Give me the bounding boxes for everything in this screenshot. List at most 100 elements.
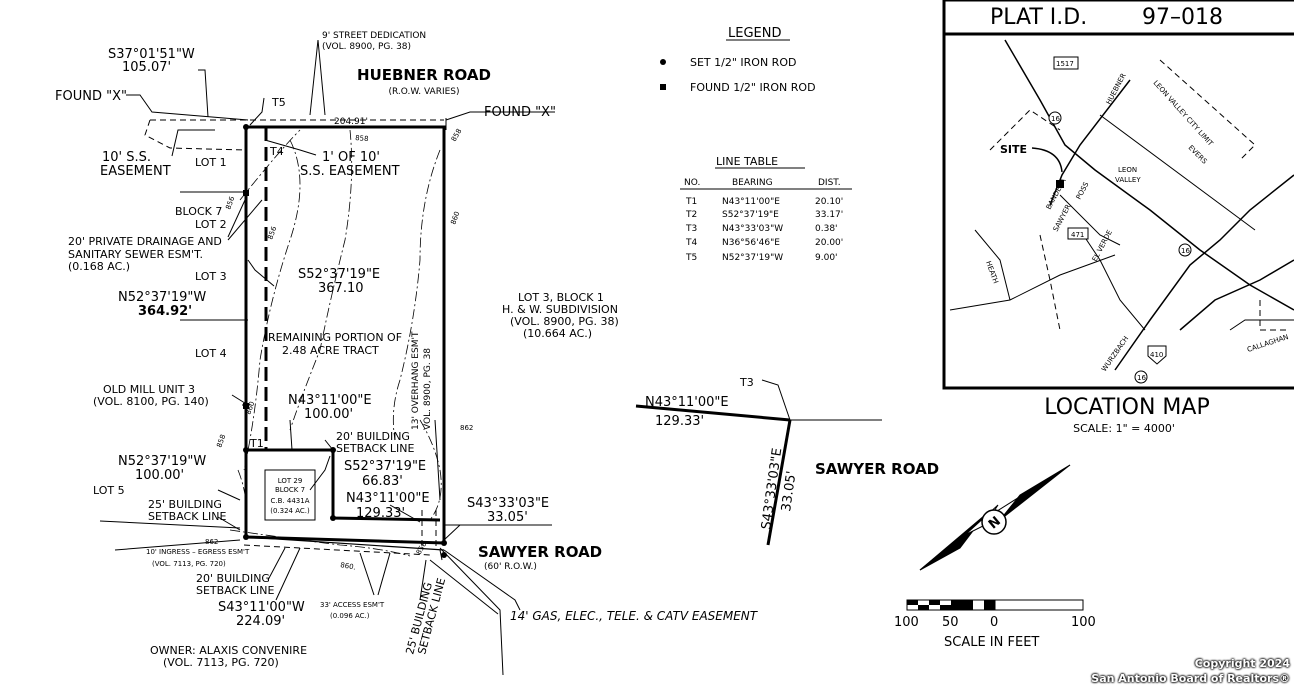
line-table-row: T1 N43°11'00"E 20.10' [685,197,843,207]
detail-bearing-n43: N43°11'00"E [645,395,729,410]
t4-label: T4 [269,145,284,158]
contour-label: 858 [215,433,227,448]
line-table: LINE TABLE NO. BEARING DIST. T1 N43°11'0… [680,155,852,263]
sawyer-road-label: SAWYER ROAD [478,543,602,561]
road-label-valley: VALLEY [1115,176,1141,184]
line-table-cell: S52°37'19"E [722,210,779,220]
ss-easement-left-2: EASEMENT [100,164,171,179]
iron-rod-icon [243,447,249,453]
line-table-header-bearing: BEARING [732,178,773,188]
overhang-esmt-2: VOL. 8900, PG. 38 [423,348,433,430]
bldg25-1: 25' BUILDING [148,498,222,511]
set-rod-symbol-icon [660,59,666,65]
road-label-callaghan: CALLAGHAN [1246,333,1289,354]
lot29-3: C.B. 4431A [271,497,310,505]
scale-tick-50: 50 [942,615,959,630]
dist-s43-11: 224.09' [236,614,285,629]
detail-sawyer-road: SAWYER ROAD [815,460,939,478]
drainage-line-3: (0.168 AC.) [68,260,130,273]
iron-rod-icon [441,540,447,546]
line-table-cell: N52°37'19"W [722,253,783,263]
remaining-portion-1: REMAINING PORTION OF [268,331,402,344]
line-table-cell: 33.17' [815,210,843,220]
road-label-410: 410 [1150,351,1163,359]
line-table-cell: T4 [685,238,697,248]
lot29-1: LOT 29 [278,477,303,485]
bearing-n52-2: N52°37'19"W [118,454,206,469]
street-dedication: 9' STREET DEDICATION [322,31,426,41]
road-label-16b: 16 [1181,247,1190,255]
dist-n52-2: 100.00' [135,468,184,483]
ingress-esmt-2: (VOL. 7113, PG. 720) [152,560,226,568]
detail-dist-n43: 129.33' [655,414,704,429]
dist-s52-small: 66.83' [362,474,403,489]
found-x-right: FOUND "X" [484,105,556,120]
plat-boundary [99,118,552,676]
contour-label: 858 [355,134,369,143]
t5-label: T5 [271,96,286,109]
utility-easement: 14' GAS, ELEC., TELE. & CATV EASEMENT [510,609,759,623]
bearing-s52-main: S52°37'19"E [298,267,380,282]
access-esmt-2: (0.096 AC.) [330,612,370,620]
contour-lines [229,129,442,557]
line-table-row: T3 N43°33'03"W 0.38' [685,224,838,234]
road-label-poss: POSS [1075,180,1091,201]
line-table-cell: 0.38' [815,224,838,234]
bearing-s52-small: S52°37'19"E [344,459,426,474]
overhang-esmt-1: 13' OVERHANG ESM'T [411,331,421,430]
sawyer-row-label: (60' R.O.W.) [484,562,537,572]
iron-rod-icon [330,515,336,521]
lot3-block1-4: (10.664 AC.) [523,327,592,340]
legend-found-rod: FOUND 1/2" IRON ROD [690,81,816,94]
line-table-cell: 20.10' [815,197,843,207]
iron-rod-icon [441,552,447,558]
line-table-cell: 20.00' [815,238,843,248]
ss-easement-left-1: 10' S.S. [102,150,151,165]
bearing-n52-1: N52°37'19"W [118,290,206,305]
road-label-heath: HEATH [984,260,1000,285]
lot29-2: BLOCK 7 [275,486,305,494]
dist-s52-main: 367.10 [318,281,364,296]
legend-set-rod: SET 1/2" IRON ROD [690,56,796,69]
line-table-row: T4 N36°56'46"E 20.00' [685,238,843,248]
lot-4: LOT 4 [195,347,227,360]
block-7: BLOCK 7 [175,205,222,218]
plat-id-number: 97–018 [1142,5,1223,30]
scale-tick-100-left: 100 [894,615,919,630]
bldg-setback-1: 20' BUILDING [336,430,410,443]
scale-bar: 100 50 0 100 SCALE IN FEET [894,599,1096,650]
site-marker-icon [1056,180,1064,188]
road-label-huebner: HUEBNER [1105,72,1128,106]
copyright-watermark: Copyright 2024 San Antonio Board of Real… [1091,656,1290,686]
line-table-cell: N43°33'03"W [722,224,783,234]
old-mill-1: OLD MILL UNIT 3 [103,383,195,396]
copyright-line-2: San Antonio Board of Realtors® [1091,672,1290,685]
lot-2: LOT 2 [195,218,227,231]
legend: LEGEND SET 1/2" IRON ROD FOUND 1/2" IRON… [660,26,816,94]
owner-2: (VOL. 7113, PG. 720) [163,656,279,669]
bearing-n43-2: N43°11'00"E [346,491,430,506]
line-table-row: T5 N52°37'19"W 9.00' [685,253,838,263]
sawyer-road-detail: T3 N43°11'00"E 129.33' S43°33'03"E 33.05… [635,376,939,546]
line-table-cell: N43°11'00"E [722,197,780,207]
contour-label: 856 [266,225,278,241]
site-label: SITE [1000,143,1027,156]
bearing-n43: N43°11'00"E [288,393,372,408]
lot29-4: (0.324 AC.) [270,507,310,515]
dist-n52-1: 364.92' [138,304,192,319]
lot3-block1-1: LOT 3, BLOCK 1 [518,291,604,304]
lot-3: LOT 3 [195,270,227,283]
lot-5: LOT 5 [93,484,125,497]
line-table-row: T2 S52°37'19"E 33.17' [685,210,843,220]
old-mill-2: (VOL. 8100, PG. 140) [93,395,209,408]
bearing-s37: S37°01'51"W [108,47,195,62]
line-table-header-dist: DIST. [818,178,841,188]
line-table-cell: T1 [685,197,697,207]
lot-1: LOT 1 [195,156,227,169]
scale-tick-0: 0 [990,615,998,630]
road-label-1517: 1517 [1056,60,1074,68]
location-map-scale: SCALE: 1" = 4000' [1073,422,1175,435]
ingress-esmt-1: 10' INGRESS – EGRESS ESM'T [146,548,250,556]
access-esmt-1: 33' ACCESS ESM'T [320,601,385,609]
